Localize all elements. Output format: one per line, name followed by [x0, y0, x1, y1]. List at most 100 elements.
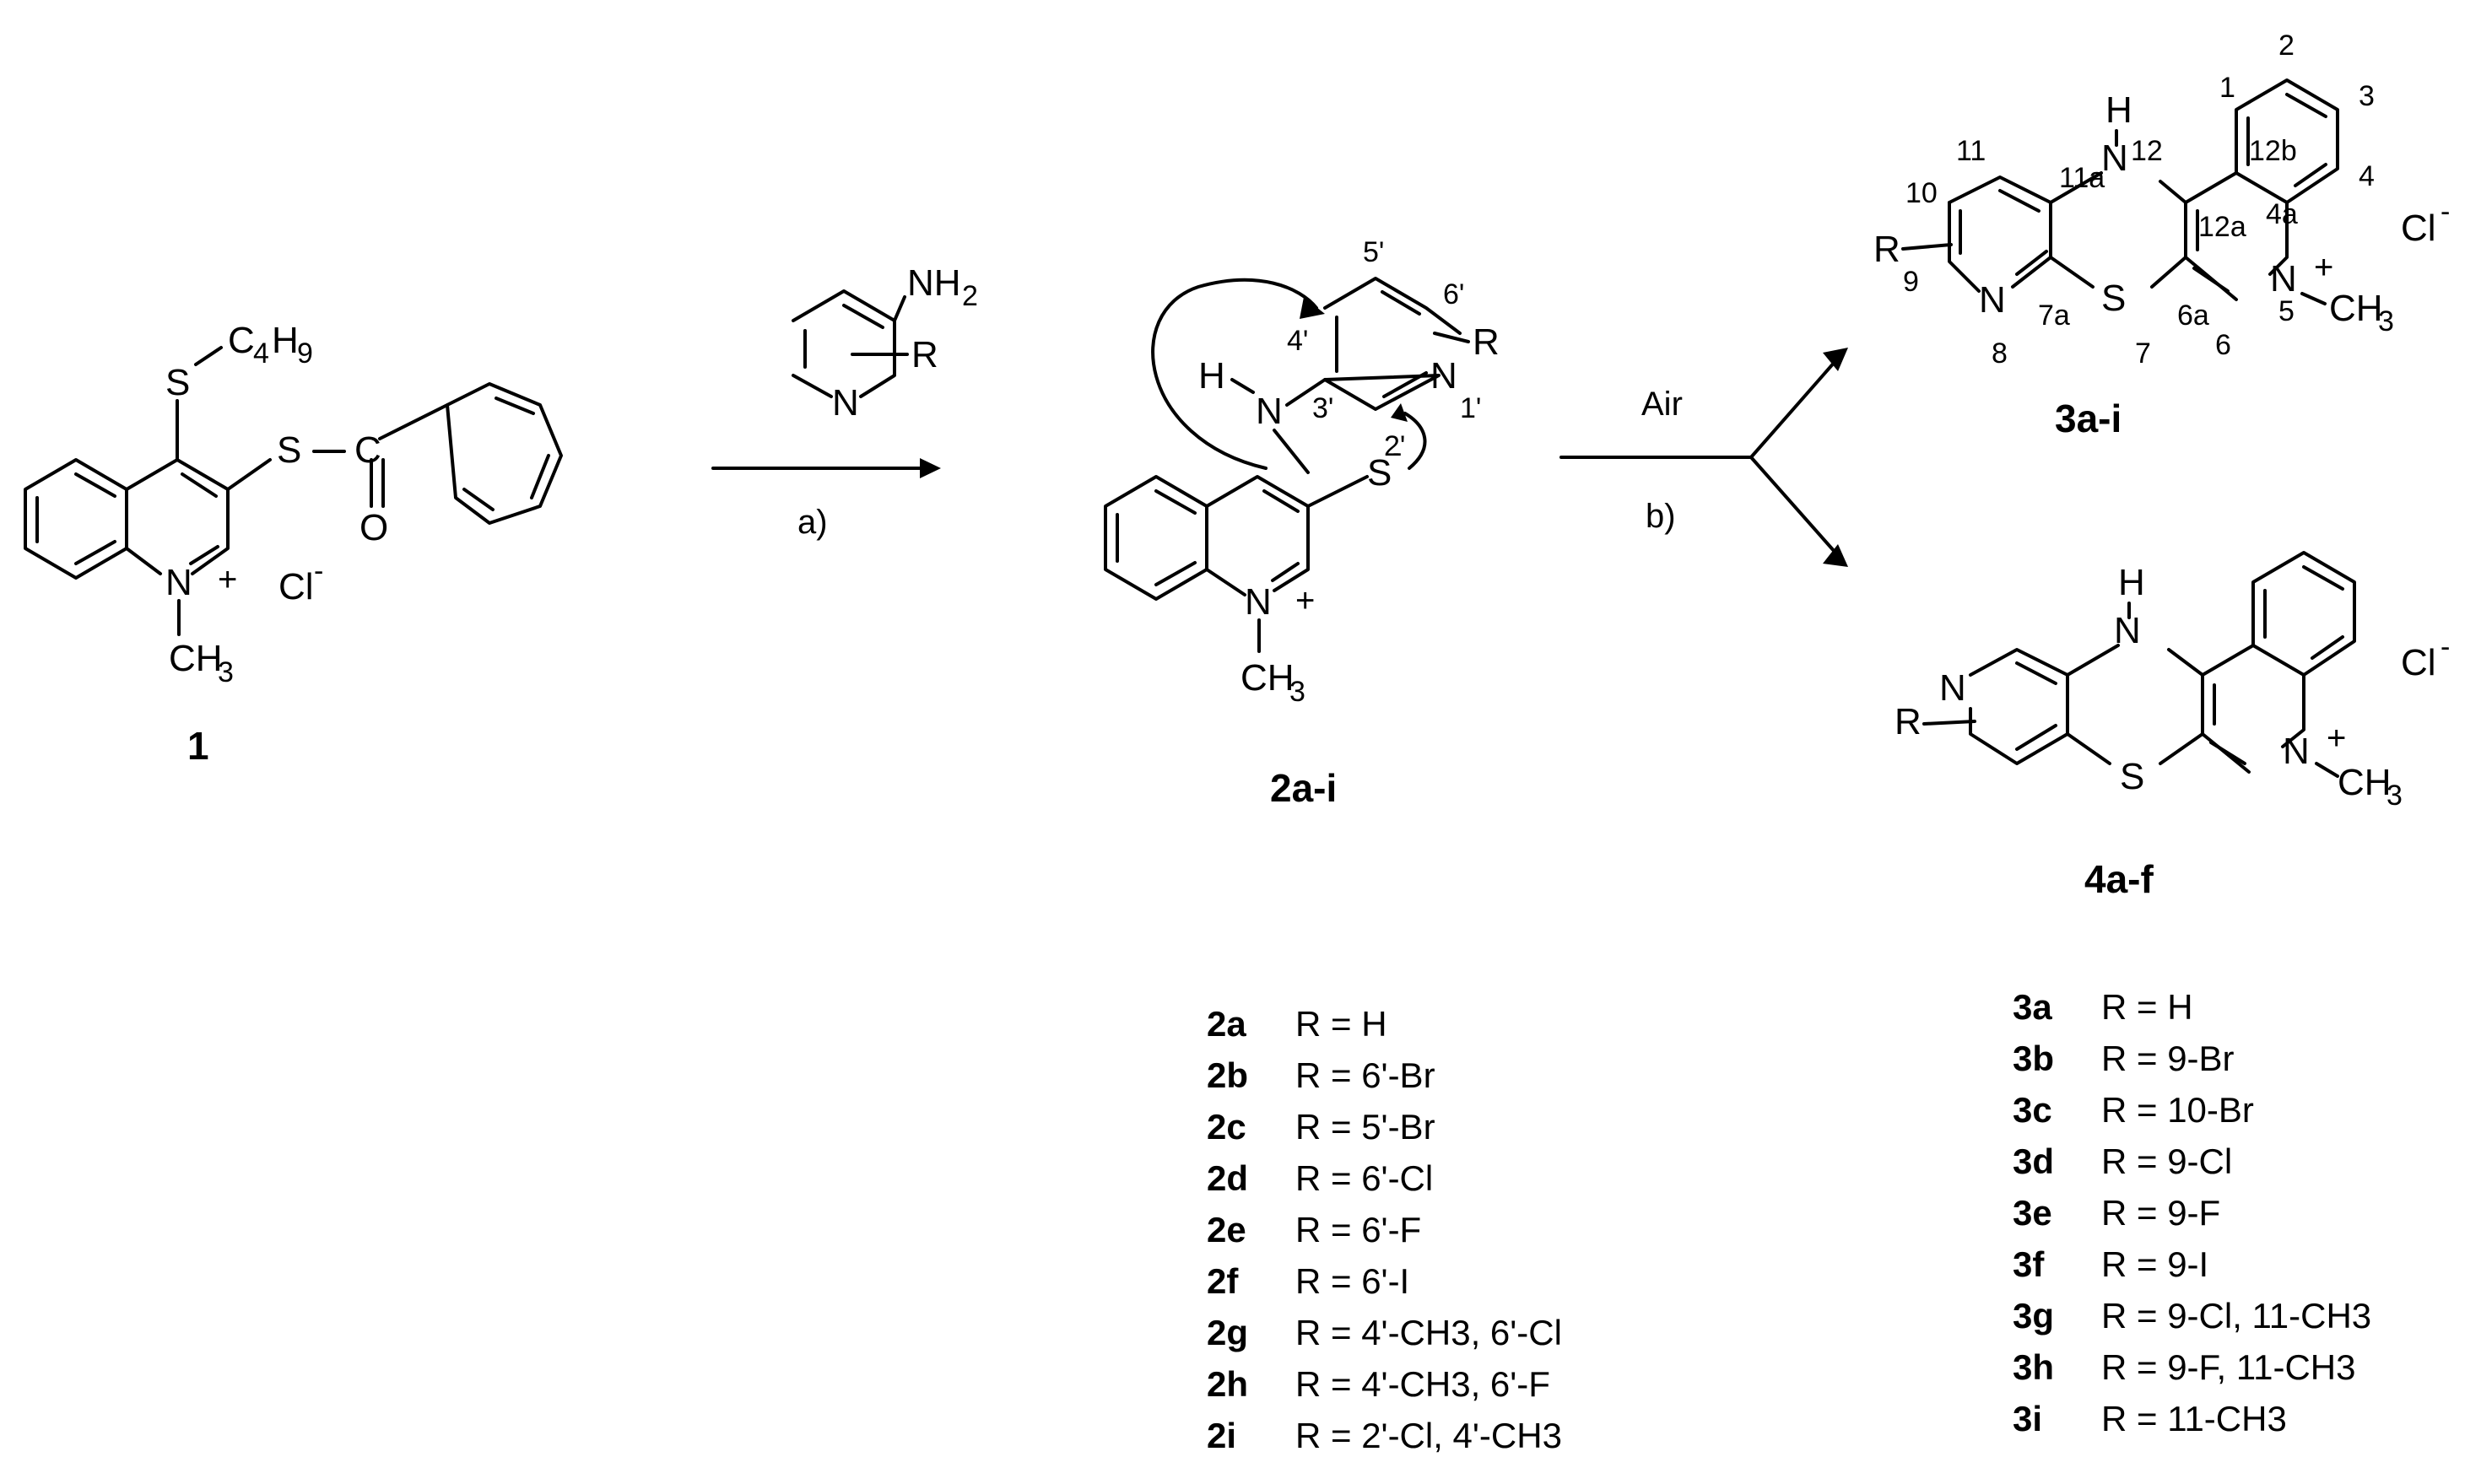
compound-code: 2c [1207, 1107, 1246, 1147]
svg-text:CH: CH [2329, 288, 2383, 329]
substituent-value: R = 9-I [2101, 1244, 2209, 1284]
substituent-value: R = 6'-F [1295, 1210, 1422, 1249]
svg-text:Cl: Cl [2401, 208, 2436, 249]
svg-text:3: 3 [2378, 305, 2394, 337]
compound-code: 3i [2013, 1399, 2043, 1438]
compound-3-label: 3a-i [2055, 397, 2122, 440]
svg-text:3: 3 [2359, 80, 2375, 112]
svg-text:4: 4 [2359, 160, 2375, 192]
compound-code: 3d [2013, 1141, 2055, 1181]
compound-1-structure: S C 4 H 9 S C O N + CH 3 Cl - [24, 320, 563, 688]
svg-text:N: N [2270, 258, 2297, 299]
svg-text:3: 3 [2386, 780, 2403, 812]
svg-text:R: R [1873, 229, 1900, 270]
svg-text:3: 3 [218, 656, 234, 688]
svg-text:+: + [2327, 720, 2346, 757]
svg-text:-: - [2440, 196, 2450, 228]
substituent-value: R = H [1295, 1004, 1387, 1044]
substituent-value: R = 9-Br [2101, 1039, 2235, 1078]
svg-text:R: R [1895, 701, 1922, 742]
svg-text:9: 9 [1903, 266, 1919, 298]
substituent-value: R = 10-Br [2101, 1090, 2254, 1130]
compound-code: 3a [2013, 987, 2052, 1027]
svg-text:CH: CH [1240, 657, 1295, 699]
svg-text:8: 8 [1992, 337, 2008, 370]
aminopyridine-reagent: NH 2 R N [792, 262, 978, 424]
compound-code: 3e [2013, 1193, 2052, 1233]
svg-text:-: - [2440, 631, 2450, 663]
svg-text:+: + [1295, 582, 1315, 619]
svg-text:5': 5' [1363, 236, 1384, 268]
svg-text:12: 12 [2131, 135, 2163, 167]
svg-text:N: N [2283, 731, 2310, 772]
svg-text:R: R [911, 334, 938, 375]
svg-text:4a: 4a [2266, 198, 2298, 230]
svg-text:Cl: Cl [2401, 642, 2436, 683]
svg-text:S: S [1367, 452, 1392, 494]
svg-text:O: O [359, 507, 388, 548]
compound-code: 2h [1207, 1364, 1249, 1404]
compound-code: 2d [1207, 1158, 1249, 1198]
step-b-label: b) [1646, 498, 1676, 535]
compound-code: 2f [1207, 1261, 1239, 1301]
svg-text:Cl: Cl [278, 566, 314, 607]
compound-code: 3c [2013, 1090, 2052, 1130]
compound-4-structure: N R N H S N + CH 3 Cl - [1895, 551, 2450, 812]
svg-text:S: S [2120, 756, 2144, 797]
svg-text:12a: 12a [2198, 211, 2246, 243]
svg-text:2': 2' [1384, 430, 1405, 462]
svg-text:3': 3' [1312, 392, 1333, 424]
compound-4-label: 4a-f [2084, 857, 2154, 901]
compound-code: 2a [1207, 1004, 1246, 1044]
svg-text:C: C [354, 429, 381, 471]
table-row: 3h R = 9-F, 11-CH3 [2013, 1347, 2356, 1388]
svg-text:2: 2 [962, 280, 978, 312]
substituent-value: R = 2'-Cl, 4'-CH3 [1295, 1416, 1562, 1455]
svg-text:N: N [2114, 610, 2141, 651]
svg-text:N: N [1245, 581, 1272, 623]
svg-text:-: - [314, 555, 323, 587]
svg-text:4': 4' [1287, 325, 1308, 357]
compound-code: 2b [1207, 1055, 1249, 1095]
compound-2-label: 2a-i [1270, 766, 1337, 810]
substituent-value: R = 6'-Cl [1295, 1158, 1434, 1198]
svg-text:2: 2 [2278, 30, 2295, 62]
compound-1-label: 1 [187, 724, 209, 768]
step-a-label: a) [797, 504, 828, 541]
svg-text:CH: CH [169, 638, 223, 679]
substituent-value: R = 9-F, 11-CH3 [2101, 1347, 2356, 1387]
substituent-value: R = 5'-Br [1295, 1107, 1435, 1147]
compound-code: 2i [1207, 1416, 1237, 1455]
svg-text:-: - [1392, 437, 1402, 469]
svg-text:10: 10 [1905, 177, 1938, 209]
compound-2-structure: 5' 6' 4' 3' 2' 1' N R H N N + CH 3 S - [1104, 236, 1500, 708]
svg-text:N: N [1939, 667, 1966, 709]
svg-text:N: N [832, 382, 859, 424]
compound-code: 2e [1207, 1210, 1246, 1249]
svg-text:H: H [1198, 355, 1225, 397]
substituent-value: R = 4'-CH3, 6'-Cl [1295, 1313, 1562, 1352]
compound-code: 3b [2013, 1039, 2055, 1078]
svg-text:NH: NH [907, 262, 961, 304]
air-label: Air [1641, 386, 1683, 423]
svg-text:6: 6 [2215, 329, 2231, 361]
svg-text:N: N [1979, 279, 2006, 321]
svg-text:N: N [1430, 355, 1457, 397]
svg-text:H: H [2118, 562, 2145, 603]
svg-text:9: 9 [297, 337, 313, 370]
compound-code: 2g [1207, 1313, 1249, 1352]
table-row: 2g R = 4'-CH3, 6'-Cl [1207, 1313, 1562, 1353]
table-row: 2i R = 2'-Cl, 4'-CH3 [1207, 1416, 1562, 1456]
branched-arrow [1559, 348, 1848, 567]
compound-code: 3h [2013, 1347, 2055, 1387]
svg-text:3: 3 [1289, 676, 1305, 708]
substituent-value: R = 6'-Br [1295, 1055, 1435, 1095]
svg-text:6': 6' [1443, 278, 1464, 310]
